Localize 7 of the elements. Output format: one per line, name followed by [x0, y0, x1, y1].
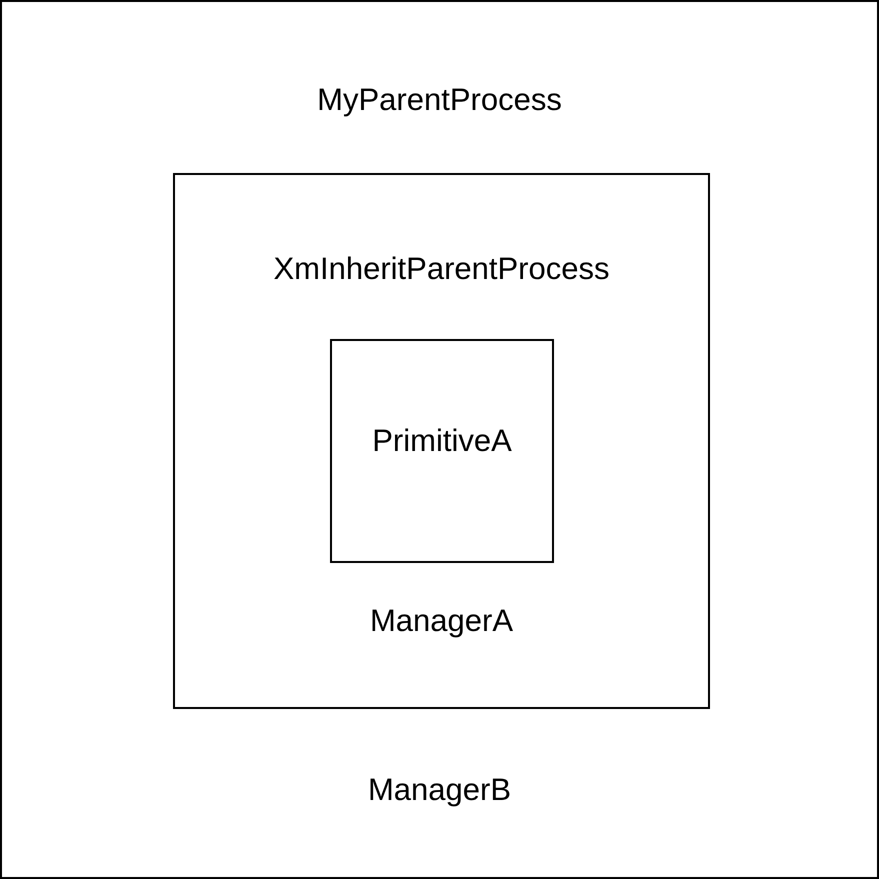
container-box	[173, 173, 710, 709]
box-label: ManagerA	[370, 603, 514, 639]
box-label: ManagerB	[368, 772, 512, 808]
container-box	[330, 339, 554, 563]
box-label: XmInheritParentProcess	[274, 251, 610, 287]
box-label: PrimitiveA	[372, 423, 512, 459]
box-label: MyParentProcess	[317, 82, 562, 118]
